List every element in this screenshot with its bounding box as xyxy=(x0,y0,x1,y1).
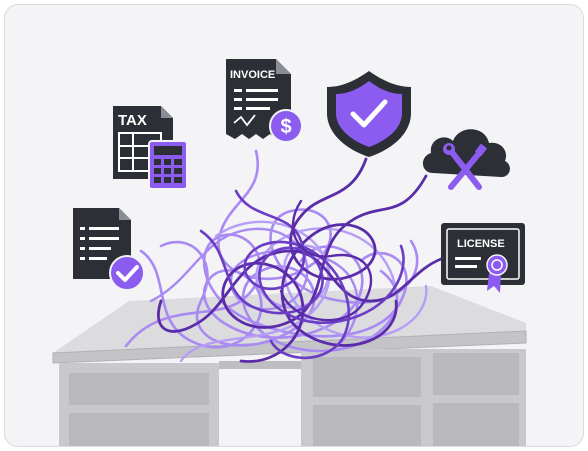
desk-apron xyxy=(219,361,301,369)
desk-drawer xyxy=(69,413,209,446)
seal-icon xyxy=(486,254,508,276)
tax-label: TAX xyxy=(118,112,147,129)
desk-drawer xyxy=(69,373,209,405)
illustration-frame: INVOICE $ TAX xyxy=(4,4,584,447)
desk xyxy=(52,286,527,446)
svg-text:$: $ xyxy=(280,116,291,138)
dollar-coin-icon xyxy=(269,109,303,143)
desk-drawer xyxy=(433,353,519,395)
document-check-icon xyxy=(73,208,145,291)
desk-drawer xyxy=(313,405,421,446)
shield-check-icon xyxy=(327,71,411,157)
cloud-tools-icon xyxy=(422,129,510,190)
check-badge-icon xyxy=(109,255,145,291)
check-icon xyxy=(350,99,388,128)
tangled-lines xyxy=(124,149,443,363)
screwdriver-icon xyxy=(448,148,484,190)
invoice-label: INVOICE xyxy=(230,69,275,81)
ribbon-icon xyxy=(487,273,501,293)
tax-calculator-icon: TAX xyxy=(113,106,188,190)
tangled-desk-illustration: INVOICE $ TAX xyxy=(52,59,527,446)
invoice-icon: INVOICE $ xyxy=(226,59,303,143)
desk-drawer xyxy=(313,357,421,397)
license-certificate-icon: LICENSE xyxy=(441,223,525,293)
desk-drawer xyxy=(433,403,519,446)
license-label: LICENSE xyxy=(457,238,505,250)
